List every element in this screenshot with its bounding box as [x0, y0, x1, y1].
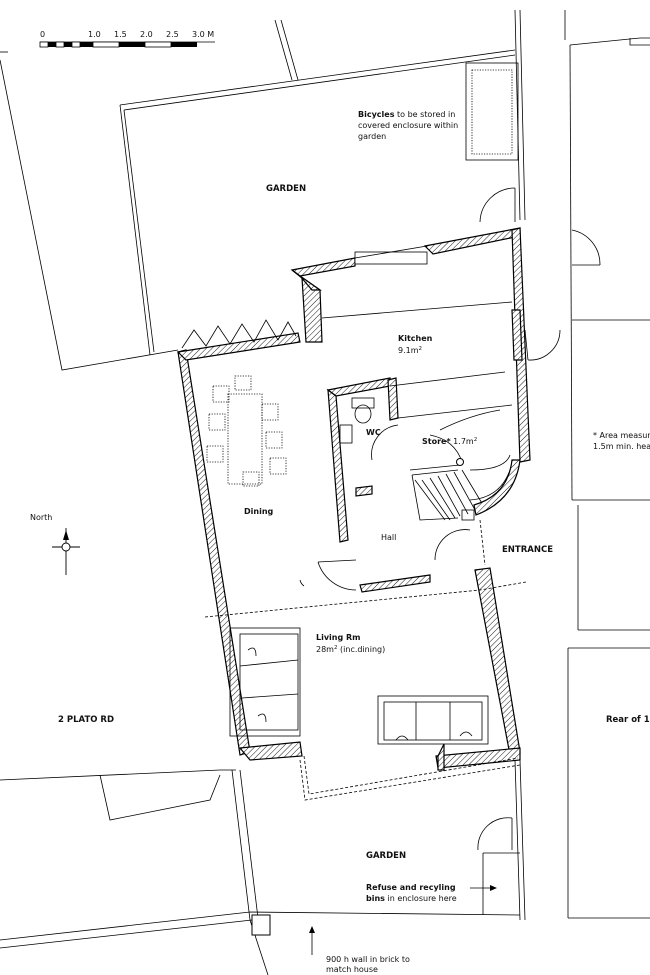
wall-note-line-1: 900 h wall in brick to — [326, 955, 410, 964]
north-arrow-icon — [52, 528, 80, 575]
scale-tick-5: 3.0 M — [192, 30, 214, 39]
house-walls — [176, 227, 531, 771]
kitchen-label: Kitchen — [398, 334, 433, 343]
neighbour-label-rear-15: Rear of 15 — [606, 715, 650, 725]
wc-fittings — [339, 397, 375, 444]
garden-top-label: GARDEN — [266, 184, 306, 194]
entrance-label: ENTRANCE — [502, 545, 553, 555]
area-note-line-2: 1.5m min. headro — [593, 442, 650, 451]
dining-table — [206, 375, 287, 487]
dining-label: Dining — [244, 507, 274, 516]
annotation-arrows — [309, 885, 497, 955]
living-room-label: Living Rm — [316, 633, 361, 642]
refuse-note-line-1: Refuse and recyling — [366, 883, 456, 892]
bicycles-note-line-2: covered enclosure within — [358, 121, 458, 130]
garden-bottom-label: GARDEN — [366, 851, 406, 861]
external-dashed — [204, 519, 527, 801]
bike-store — [465, 62, 519, 161]
kitchen-worktop — [321, 301, 513, 419]
living-room-area: 28m2 (inc.dining) — [316, 645, 385, 654]
scale-tick-0: 0 — [40, 30, 45, 39]
scale-tick-3: 2.0 — [140, 30, 153, 39]
kitchen-area: 9.1m2 — [398, 346, 422, 355]
doors — [181, 187, 601, 851]
site-boundaries — [0, 9, 650, 975]
scale-bar: 0 1.0 1.5 2.0 2.5 3.0 M — [39, 30, 215, 48]
scale-tick-4: 2.5 — [166, 30, 179, 39]
scale-tick-1: 1.0 — [88, 30, 101, 39]
north-label: North — [30, 513, 52, 522]
scale-tick-2: 1.5 — [114, 30, 127, 39]
hall-label: Hall — [381, 533, 396, 542]
store-label: Store* 1.7m2 — [422, 437, 477, 446]
sofa-left — [229, 627, 301, 737]
bicycles-note-line-3: garden — [358, 132, 386, 141]
bicycles-note-line-1: Bicycles to be stored in — [358, 110, 455, 119]
wc-label: WC — [366, 428, 381, 437]
wall-note-line-2: match house — [326, 965, 378, 974]
sofa-right — [377, 695, 489, 745]
area-note-line-1: * Area measured — [593, 431, 650, 440]
refuse-note-line-2: bins in enclosure here — [366, 894, 457, 903]
staircase — [409, 409, 521, 521]
neighbour-label-plato-rd: 2 PLATO RD — [58, 715, 114, 725]
